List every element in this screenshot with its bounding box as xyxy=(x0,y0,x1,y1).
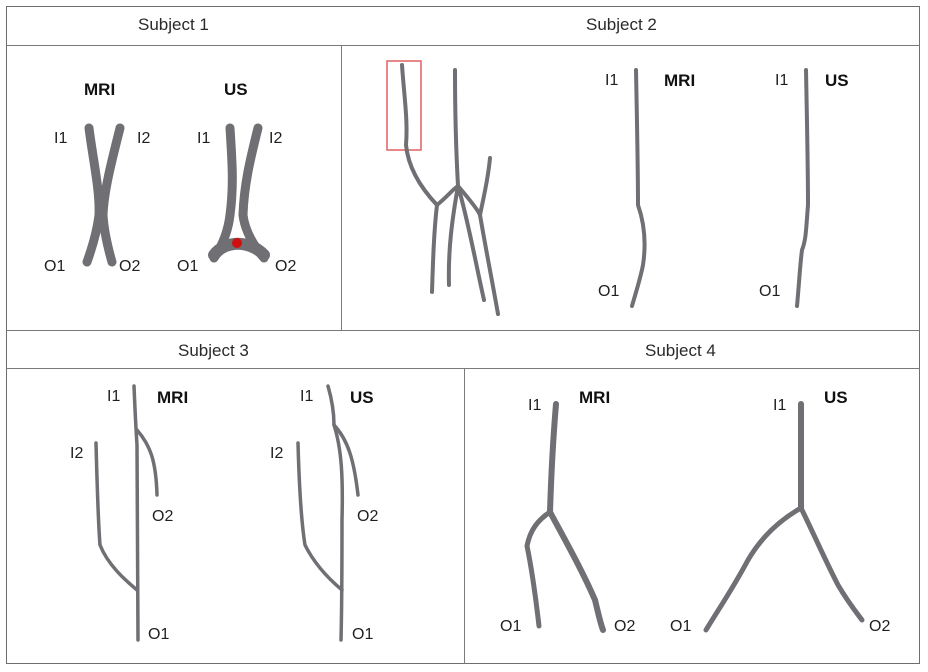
divider xyxy=(6,45,920,46)
subject3-us-i1: I1 xyxy=(300,388,314,405)
subject3-mri-i1: I1 xyxy=(107,388,121,405)
subject1-mri-label: MRI xyxy=(84,80,116,99)
subject2-us-o1: O1 xyxy=(759,283,781,300)
subject1-mri-o1: O1 xyxy=(44,258,66,275)
subject4-us-o2: O2 xyxy=(869,618,891,635)
subject2-mri-i1: I1 xyxy=(605,72,619,89)
subject4-mri-vessel xyxy=(524,401,606,633)
subject4-us-vessel xyxy=(703,401,865,633)
subject1-title: Subject 1 xyxy=(138,15,209,34)
subject3-mri-vessel xyxy=(94,384,159,642)
subject3-mri-label: MRI xyxy=(157,388,189,407)
subject3-us-o1: O1 xyxy=(352,626,374,643)
subject1-mri-o2: O2 xyxy=(119,258,141,275)
subject1-us-o1: O1 xyxy=(177,258,199,275)
subject1-us-o2: O2 xyxy=(275,258,297,275)
subject3-mri-i2: I2 xyxy=(70,445,84,462)
subject2-mri-o1: O1 xyxy=(598,283,620,300)
subject3-mri-o2: O2 xyxy=(152,508,174,525)
subject2-us-vessel xyxy=(795,68,810,308)
subject1-us-i1: I1 xyxy=(197,130,211,147)
subject4-mri-label: MRI xyxy=(579,388,611,407)
subject2-vessel-tree xyxy=(386,60,500,316)
subject1-us-label: US xyxy=(224,80,248,99)
subject2-mri-label: MRI xyxy=(664,71,696,90)
subject4-mri-i1: I1 xyxy=(528,397,542,414)
divider xyxy=(6,330,920,331)
subject3-us-label: US xyxy=(350,388,374,407)
subject2-us-i1: I1 xyxy=(775,72,789,89)
subject2-title: Subject 2 xyxy=(586,15,657,34)
subject3-us-o2: O2 xyxy=(357,508,379,525)
subject3-title: Subject 3 xyxy=(178,341,249,360)
divider xyxy=(464,368,465,664)
subject4-us-o1: O1 xyxy=(670,618,692,635)
divider xyxy=(341,45,342,330)
subject3-mri-o1: O1 xyxy=(148,626,170,643)
subject4-title: Subject 4 xyxy=(645,341,716,360)
subject1-mri-vessel xyxy=(82,123,125,267)
subject1-mri-i1: I1 xyxy=(54,130,68,147)
subject2-us-label: US xyxy=(825,71,849,90)
subject1-mri-i2: I2 xyxy=(137,130,151,147)
subject1-us-i2: I2 xyxy=(269,130,283,147)
subject4-mri-o1: O1 xyxy=(500,618,522,635)
marker-dot xyxy=(232,238,242,248)
subject4-mri-o2: O2 xyxy=(614,618,636,635)
subject4-us-label: US xyxy=(824,388,848,407)
subject1-us-vessel xyxy=(208,123,270,263)
subject3-us-i2: I2 xyxy=(270,445,284,462)
subject3-us-vessel xyxy=(296,384,360,642)
figure-frame xyxy=(6,6,920,664)
divider xyxy=(6,368,920,369)
subject2-mri-vessel xyxy=(630,68,647,308)
highlight-box xyxy=(386,60,422,151)
subject4-us-i1: I1 xyxy=(773,397,787,414)
